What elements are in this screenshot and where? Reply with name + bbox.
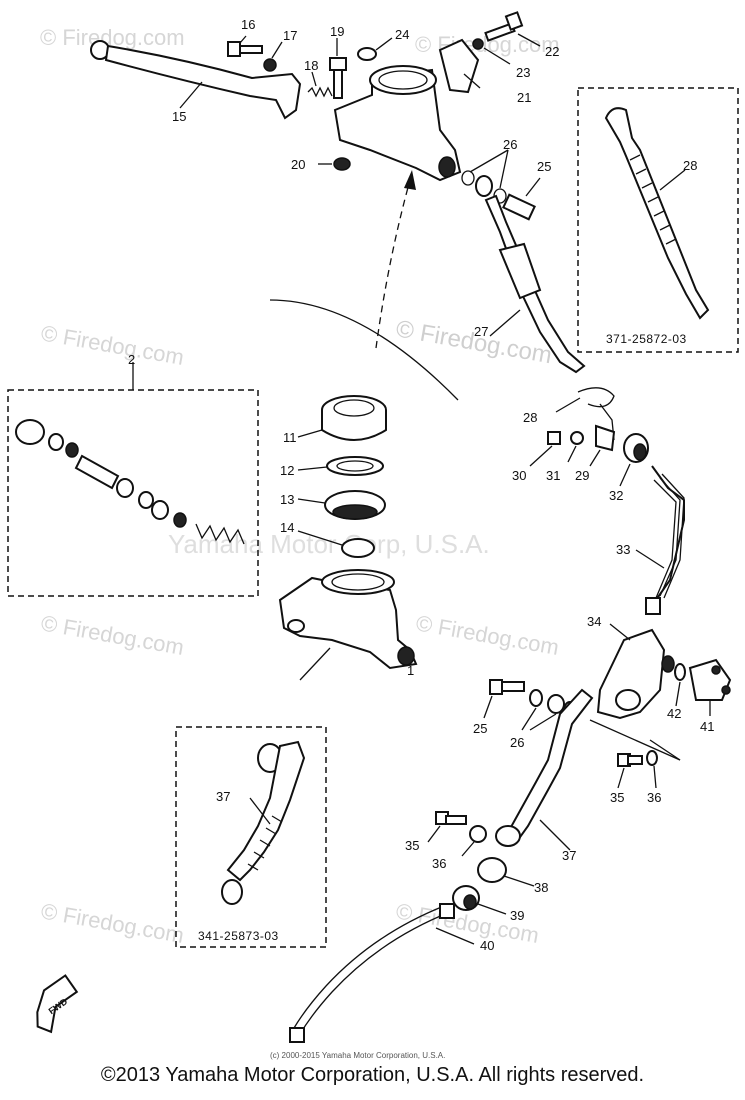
callout-25-lower: 25 [473, 721, 487, 736]
small-credit: (c) 2000-2015 Yamaha Motor Corporation, … [270, 1051, 445, 1060]
callout-18: 18 [304, 58, 318, 73]
callout-30: 30 [512, 468, 526, 483]
part-number-hose-upper: 371-25872-03 [606, 332, 687, 346]
callout-28-inset: 28 [683, 158, 697, 173]
callout-26: 26 [503, 137, 517, 152]
callout-35: 35 [610, 790, 624, 805]
callout-19: 19 [330, 24, 344, 39]
diaphragm-13 [297, 490, 386, 520]
hose-inset-upper: 371-25872-03 [577, 87, 739, 353]
fwd-arrow-icon: FWD [36, 974, 79, 1034]
callout-41: 41 [700, 719, 714, 734]
callout-16: 16 [241, 17, 255, 32]
callout-13: 13 [280, 492, 294, 507]
callout-11: 11 [283, 430, 297, 445]
joint-34 [596, 623, 675, 720]
washer-23 [472, 38, 511, 65]
watermark: © Firedog.com [39, 320, 186, 370]
watermark: © Firedog.com [39, 898, 186, 948]
callout-34: 34 [587, 614, 601, 629]
callout-32: 32 [609, 488, 623, 503]
callout-33: 33 [616, 542, 630, 557]
piston-kit-inset [7, 362, 259, 597]
washer-36b [461, 825, 487, 857]
nut-20 [318, 157, 351, 171]
callout-15: 15 [172, 109, 186, 124]
bracket-29 [589, 424, 616, 467]
callout-14: 14 [280, 520, 294, 535]
nut-17 [263, 41, 283, 72]
callout-37-inset: 37 [216, 789, 230, 804]
callout-25: 25 [537, 159, 551, 174]
grommet-32 [619, 433, 649, 487]
bolt-35b [427, 811, 467, 843]
callout-29: 29 [575, 468, 589, 483]
grommet-39 [452, 885, 507, 915]
brake-pipe-40 [289, 903, 475, 1043]
leader-35-36 [589, 719, 681, 761]
leader-curve [269, 170, 459, 401]
callout-28: 28 [523, 410, 537, 425]
bolt-16 [227, 35, 263, 57]
spring-18 [307, 71, 333, 98]
bolt-35a [617, 753, 643, 789]
cap-screw-24 [357, 37, 393, 61]
callout-22: 22 [545, 44, 559, 59]
callout-23: 23 [516, 65, 530, 80]
brake-hose-37 [495, 688, 594, 851]
callout-38: 38 [534, 880, 548, 895]
banjo-washers-26 [461, 149, 509, 204]
callout-36-lower: 36 [432, 856, 446, 871]
callout-27: 27 [474, 324, 488, 339]
pivot-bolt-19 [329, 38, 347, 99]
ring-14 [297, 530, 375, 558]
hose-inset-lower: 341-25873-03 [175, 726, 327, 948]
washer-36a [646, 750, 658, 789]
reservoir-cap-11 [297, 395, 387, 441]
brake-lever-15 [90, 40, 302, 120]
part-number-hose-lower: 341-25873-03 [198, 929, 279, 943]
watermark: © Firedog.com [39, 610, 186, 660]
callout-17: 17 [283, 28, 297, 43]
washer-31 [567, 431, 584, 463]
callout-37: 37 [562, 848, 576, 863]
callout-31: 31 [546, 468, 560, 483]
callouts: 1 2 11 12 13 14 15 16 17 18 19 20 21 22 … [128, 17, 714, 953]
callout-39: 39 [510, 908, 524, 923]
watermark-yamaha: Yamaha Motor Corp, U.S.A. [168, 529, 490, 559]
plate-12 [297, 456, 384, 476]
callout-21: 21 [517, 90, 531, 105]
banjo-bolt-25 [502, 177, 541, 221]
clamp-21 [438, 38, 481, 94]
watermark: © Firedog.com [414, 610, 561, 660]
grommet-38 [477, 857, 535, 887]
bolt-22 [484, 11, 541, 47]
callout-1: 1 [407, 663, 414, 678]
callout-40: 40 [480, 938, 494, 953]
banjo-bolt-25b [483, 679, 525, 719]
brake-pipe-33 [635, 465, 685, 615]
callout-24: 24 [395, 27, 409, 42]
callout-26-lower: 26 [510, 735, 524, 750]
copyright-notice: ©2013 Yamaha Motor Corporation, U.S.A. A… [100, 1064, 645, 1086]
brake-hose-27 [484, 194, 586, 374]
callout-42: 42 [667, 706, 681, 721]
switch-41 [688, 658, 732, 716]
callout-36: 36 [647, 790, 661, 805]
callout-2: 2 [128, 352, 135, 367]
washer-42 [674, 663, 686, 707]
master-cylinder-body [333, 65, 462, 182]
master-cylinder-1 [278, 569, 418, 681]
callout-20: 20 [291, 157, 305, 172]
bolt-30 [529, 431, 561, 467]
callout-12: 12 [280, 463, 294, 478]
callout-35-lower: 35 [405, 838, 419, 853]
